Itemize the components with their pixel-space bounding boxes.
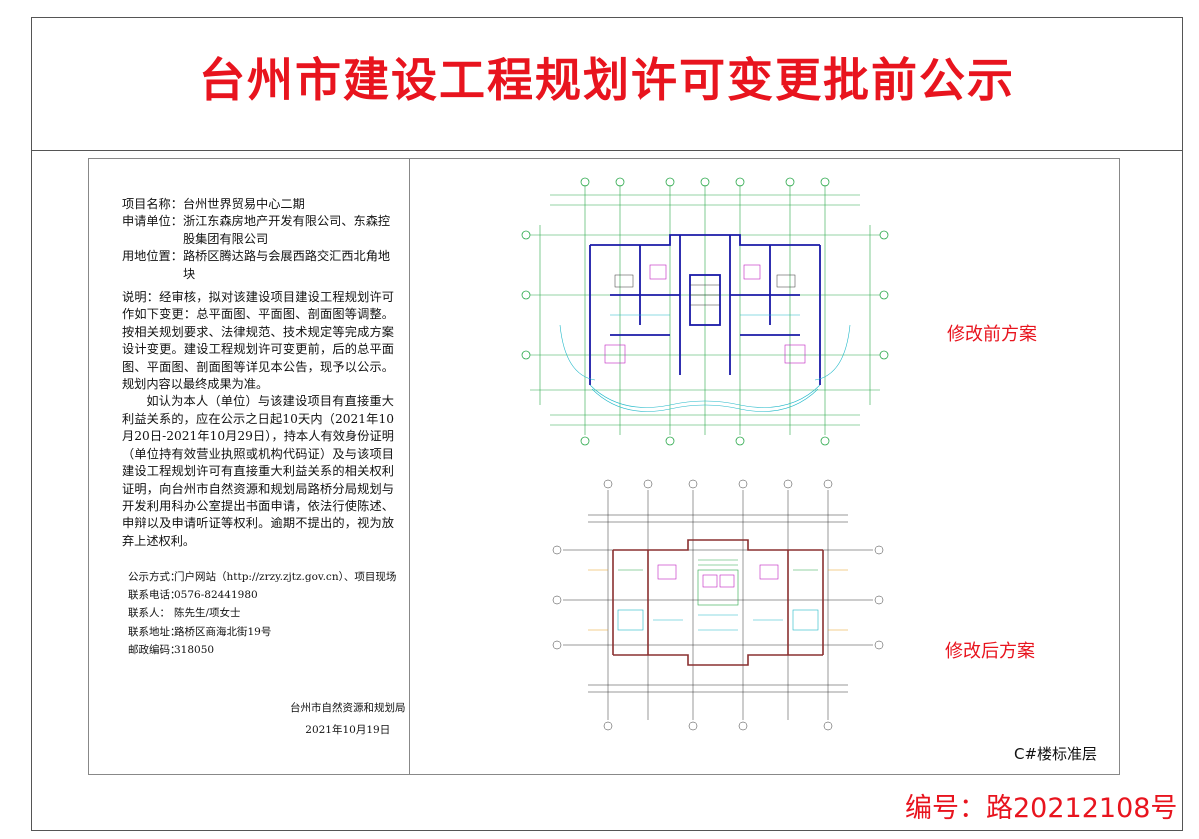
postcode: 318050 (174, 643, 215, 656)
project-name-row: 项目名称： 台州世界贸易中心二期 (122, 196, 394, 213)
phone-row: 联系电话：0576-82441980 (128, 586, 408, 604)
contact-person-row: 联系人： 陈先生/项女士 (128, 604, 408, 622)
header-divider (31, 150, 1183, 151)
project-name: 台州世界贸易中心二期 (182, 197, 305, 211)
after-plan-label: 修改后方案 (945, 641, 1035, 662)
description: 说明：经审核，拟对该建设项目建设工程规划许可作如下变更：总平面图、平面图、剖面图… (122, 289, 394, 550)
applicant: 浙江东森房地产开发有限公司、东森控股集团有限公司 (182, 214, 391, 246)
applicant-row: 申请单位： 浙江东森房地产开发有限公司、东森控股集团有限公司 (122, 213, 394, 248)
location-row: 用地位置： 路桥区腾达路与会展西路交汇西北角地块 (122, 248, 394, 283)
project-name-label: 项目名称： (122, 197, 183, 211)
phone: 0576-82441980 (174, 589, 258, 602)
address-row: 联系地址：路桥区商海北街19号 (128, 623, 408, 641)
publish-method-label: 公示方式： (128, 571, 181, 583)
issue-date: 2021年10月19日 (305, 724, 391, 736)
board-divider (409, 158, 410, 775)
publish-method-row: 公示方式：门户网站（http://zrzy.zjtz.gov.cn）、项目现场 (128, 568, 408, 586)
page-title: 台州市建设工程规划许可变更批前公示 (199, 53, 1015, 107)
postcode-row: 邮政编码：318050 (128, 641, 408, 659)
notice-frame (31, 17, 1183, 831)
signature-block: 台州市自然资源和规划局 2021年10月19日 (290, 697, 406, 741)
floor-plan-before (521, 177, 889, 446)
publish-method: 门户网站（http://zrzy.zjtz.gov.cn）、项目现场 (174, 571, 397, 583)
contact-person: 陈先生/项女士 (174, 607, 241, 620)
phone-label: 联系电话： (128, 589, 181, 602)
postcode-label: 邮政编码： (128, 643, 181, 656)
description-paragraph-1: 说明：经审核，拟对该建设项目建设工程规划许可作如下变更：总平面图、平面图、剖面图… (122, 290, 394, 392)
address-label: 联系地址： (128, 625, 181, 638)
description-paragraph-2: 如认为本人（单位）与该建设项目有直接重大利益关系的，应在公示之日起10天内（20… (122, 394, 394, 548)
floor-label: C#楼标准层 (1014, 745, 1098, 763)
contact-info: 公示方式：门户网站（http://zrzy.zjtz.gov.cn）、项目现场 … (128, 568, 408, 659)
applicant-label: 申请单位： (122, 214, 183, 229)
project-info-panel: 项目名称： 台州世界贸易中心二期 申请单位： 浙江东森房地产开发有限公司、东森控… (122, 196, 394, 550)
address: 路桥区商海北街19号 (174, 625, 272, 638)
notice-code: 编号：路20212108号 (905, 793, 1178, 824)
floor-plan-after (552, 479, 884, 731)
location: 路桥区腾达路与会展西路交汇西北角地块 (182, 249, 391, 281)
issuing-org: 台州市自然资源和规划局 (290, 702, 406, 714)
notice-board (88, 158, 1120, 775)
before-plan-label: 修改前方案 (947, 324, 1037, 345)
location-label: 用地位置： (122, 249, 183, 264)
contact-person-label: 联系人： (128, 607, 170, 620)
